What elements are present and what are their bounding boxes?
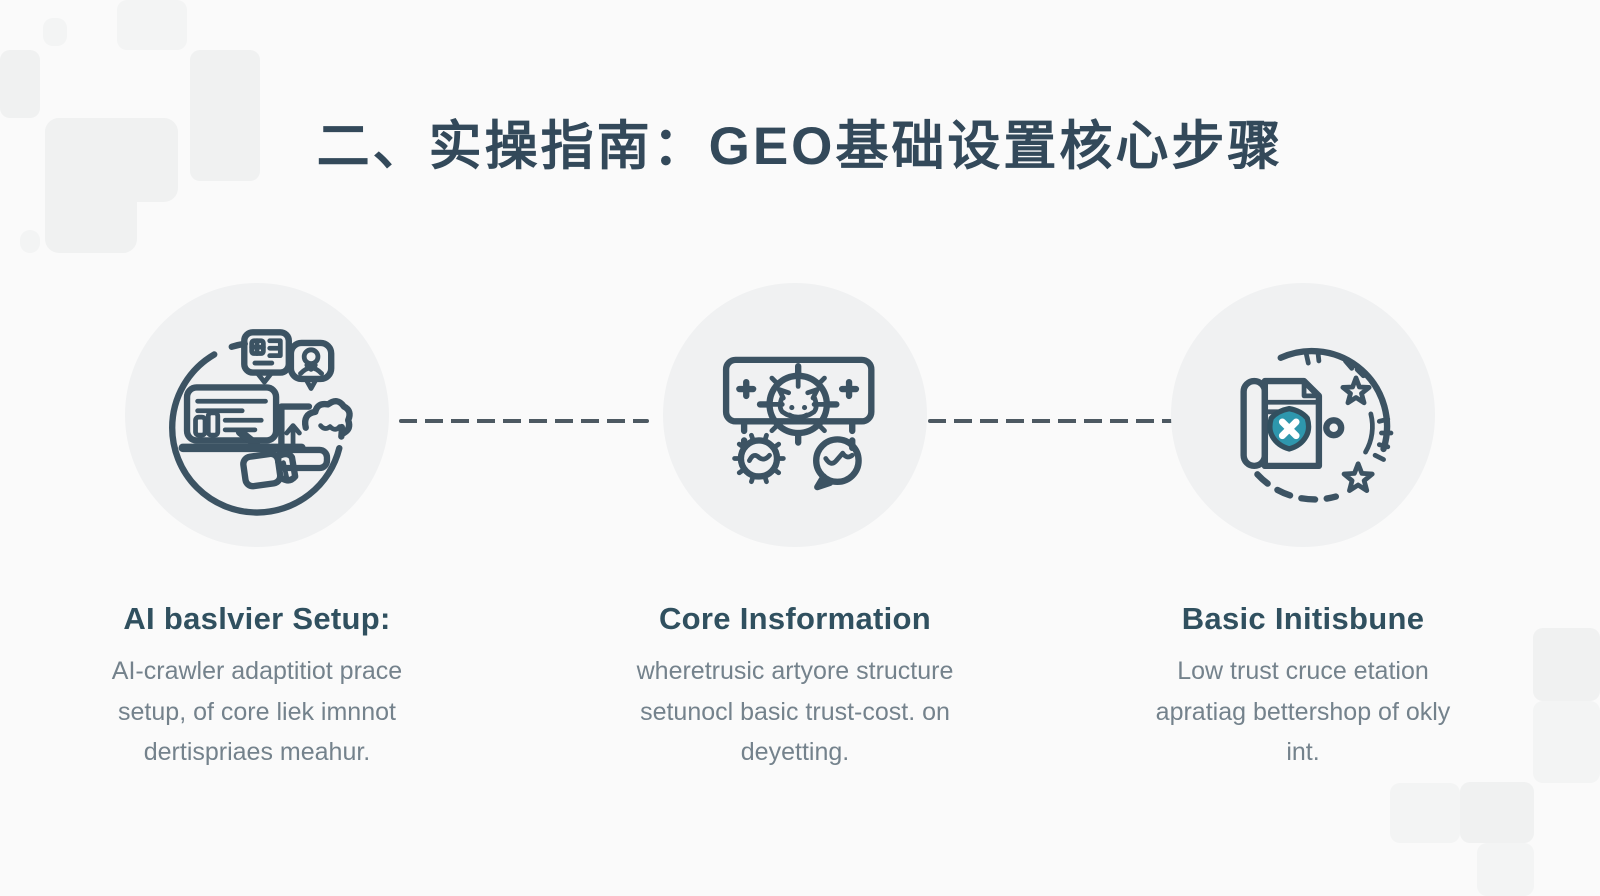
step-description: AI-crawler adaptitiot prace setup, of co… [111,657,403,766]
bg-mosaic-square [20,230,40,253]
bg-mosaic-square [1533,628,1600,701]
bg-mosaic-square [45,118,137,253]
page-title: 二、实操指南：GEO基础设置核心步骤 [316,117,1284,176]
step-3: Basic Initisbune Low trust cruce etation… [1088,283,1518,773]
ai-crawler-workstation-icon [169,329,353,516]
step-connector-2 [928,419,1180,423]
bg-mosaic-square [43,18,67,46]
step-heading: Core Insformation [658,601,932,636]
step-connector-1 [399,419,649,423]
bg-mosaic-square [1533,701,1600,783]
step-description: Low trust cruce etation apratiag betters… [1155,657,1451,766]
document-shield-stars-icon [1240,347,1394,503]
step-1-icon-circle [125,283,389,547]
target-banner-gear-chat-icon [722,356,875,491]
bg-mosaic-square [117,0,187,50]
bg-mosaic-square [190,50,260,181]
step-heading: AI baslvier Setup: [123,601,391,636]
bg-mosaic-square [0,50,40,118]
step-2: Core Insformation wheretrusic artyore st… [580,283,1010,773]
step-2-icon-circle [663,283,927,547]
step-heading: Basic Initisbune [1181,601,1425,636]
step-description: wheretrusic artyore structure setunocl b… [636,657,954,766]
step-1: AI baslvier Setup: AI-crawler adaptitiot… [42,283,472,773]
bg-mosaic-square [1460,782,1534,843]
step-3-icon-circle [1171,283,1435,547]
bg-mosaic-square [1390,783,1460,843]
bg-mosaic-square [1477,843,1534,896]
